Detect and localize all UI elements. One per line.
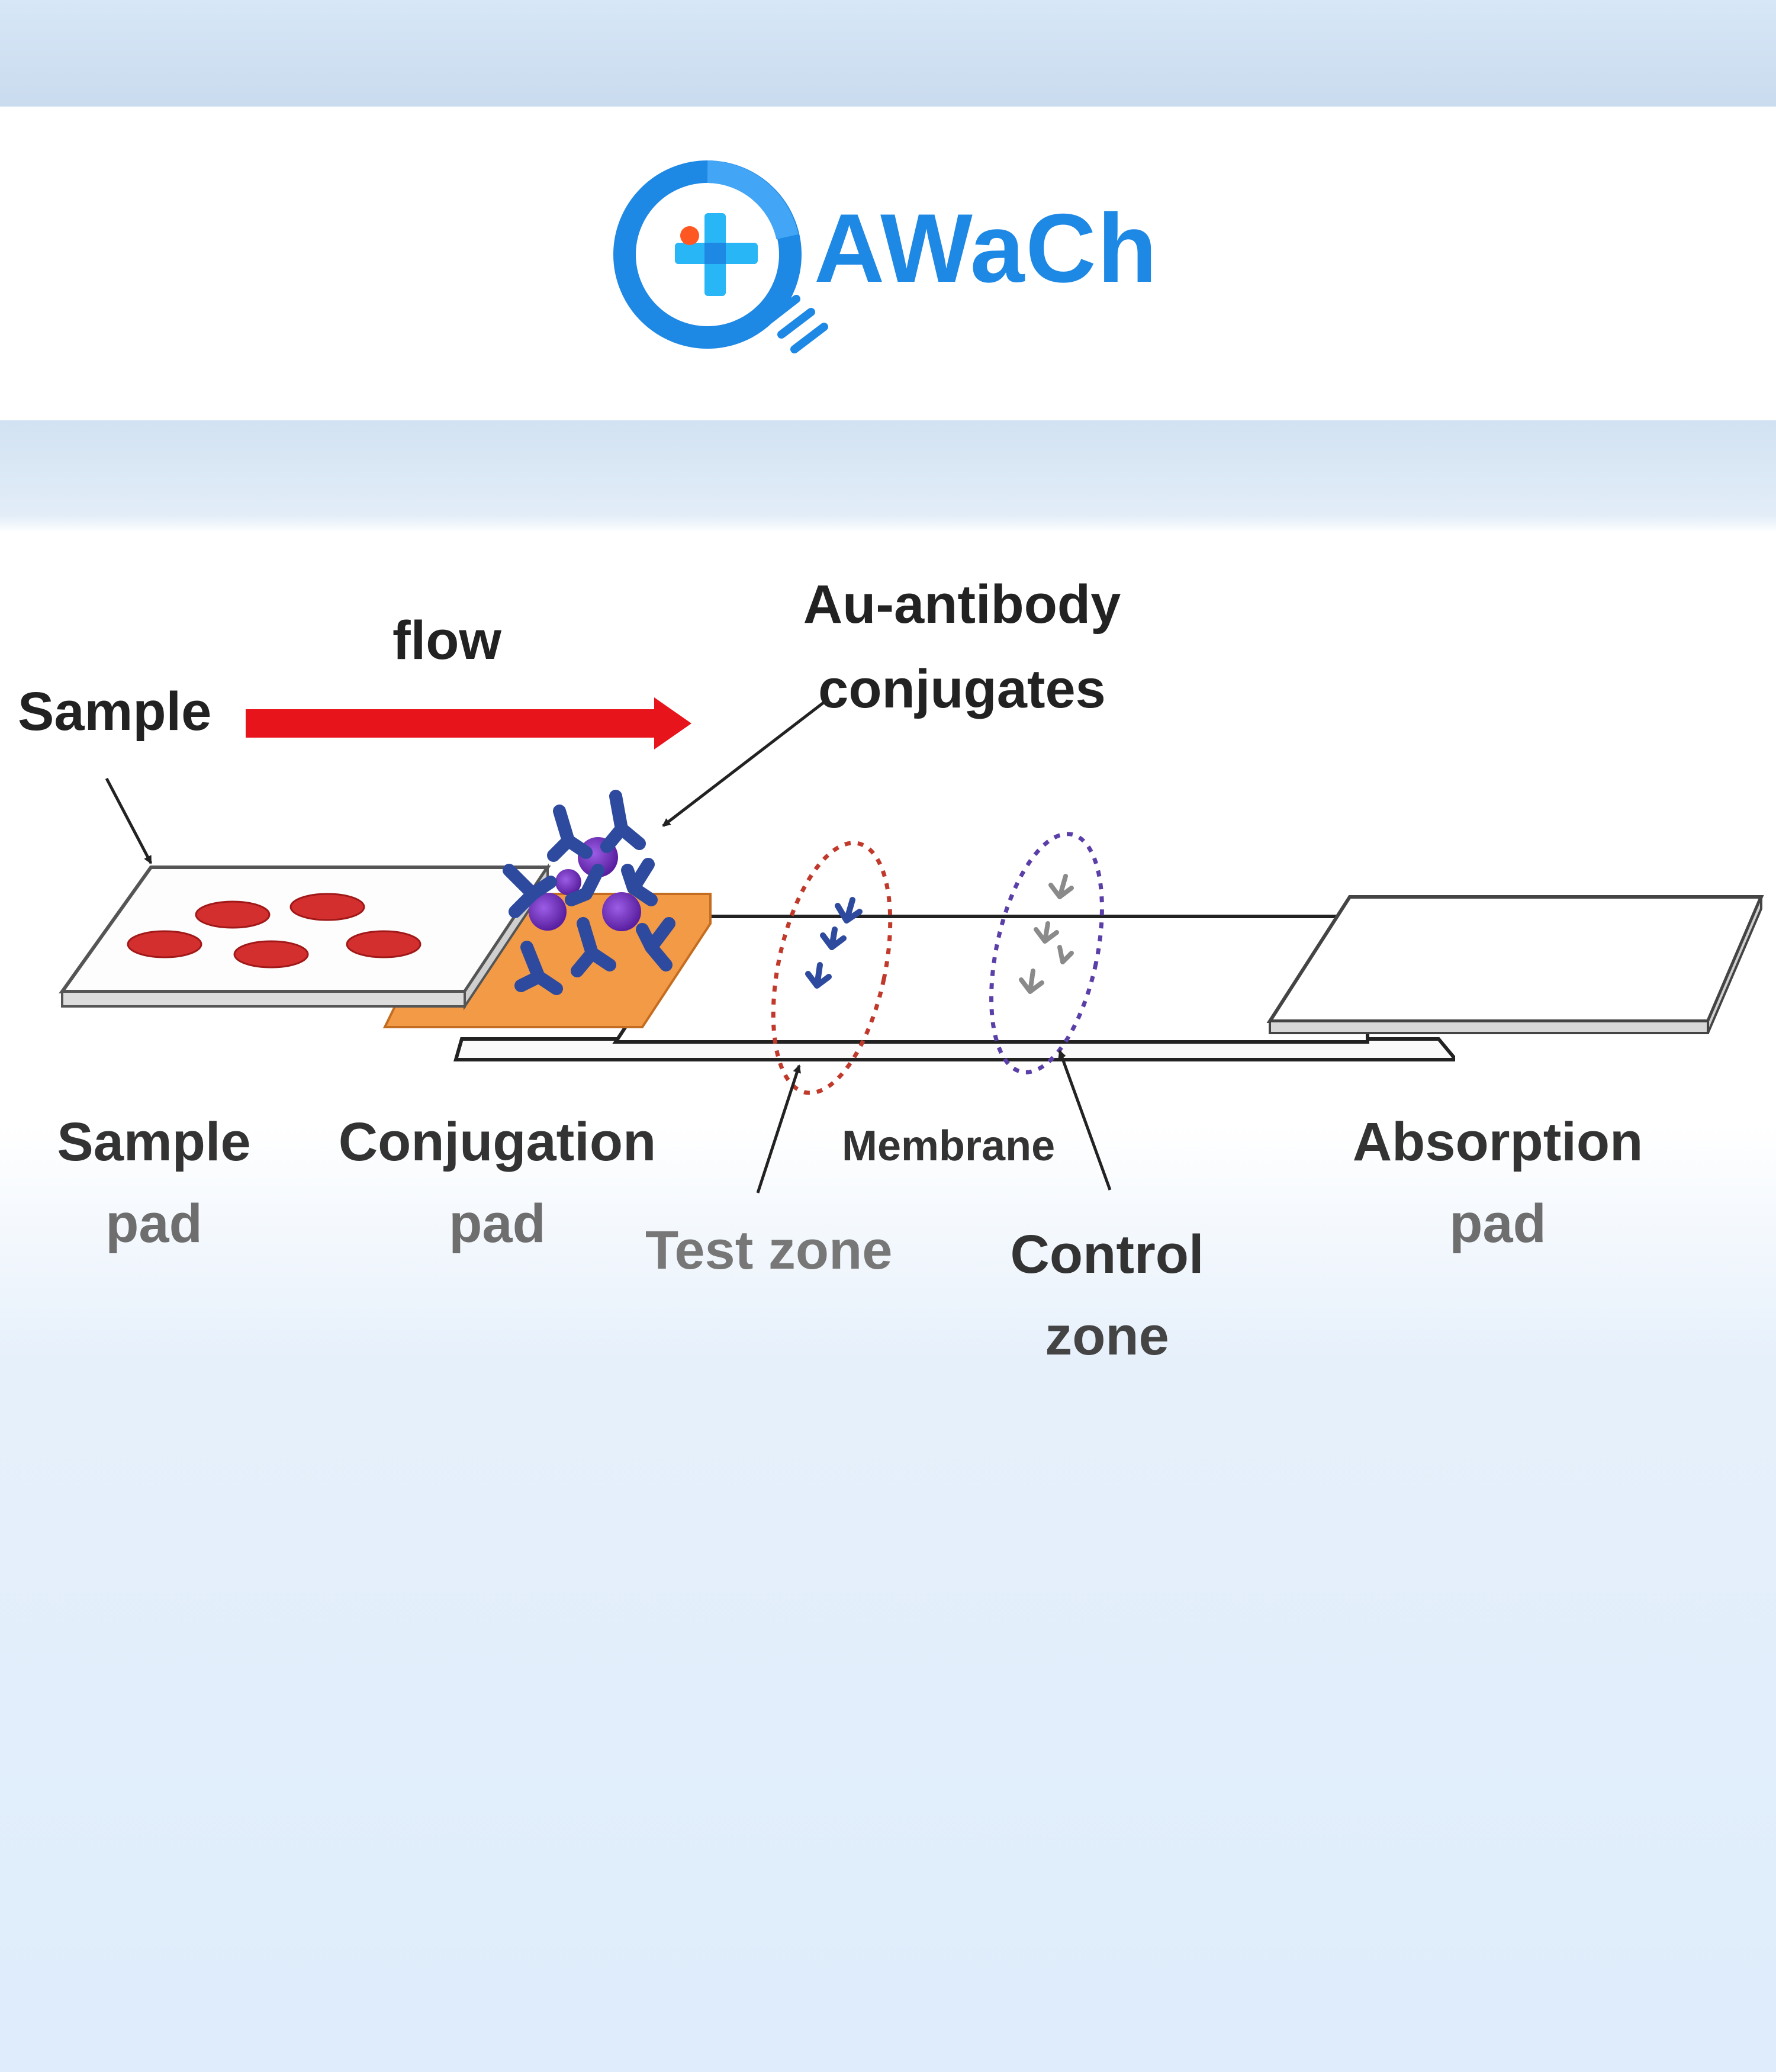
brand-name: AWaCh [814, 194, 1159, 303]
conjugates-label: Au-antibody conjugates [796, 562, 1128, 731]
control-zone [989, 832, 1104, 1074]
au-antibody-conjugates [503, 790, 675, 995]
sample-label: Sample [18, 681, 212, 742]
control-zone-line2: zone [1045, 1306, 1169, 1366]
sample-pad-line1: Sample [57, 1112, 251, 1172]
control-zone-line1: Control [1010, 1224, 1204, 1285]
sample-pad-line2: pad [105, 1193, 202, 1254]
absorption-pad-label: Absorption pad [1332, 1101, 1664, 1265]
magnifier-plus-icon [613, 160, 828, 353]
flow-arrow [246, 697, 691, 749]
conjugation-pad-label: Conjugation pad [332, 1101, 663, 1265]
sample-cells [127, 893, 422, 969]
test-zone [771, 841, 893, 1095]
conjugation-pad-line2: pad [449, 1193, 546, 1254]
pointer-lines [105, 697, 1112, 1193]
test-zone-label: Test zone [645, 1220, 893, 1280]
absorption-pad [1266, 895, 1764, 1034]
membrane-label: Membrane [842, 1122, 1056, 1170]
sample-pad-label: Sample pad [47, 1101, 260, 1265]
absorption-pad-line1: Absorption [1352, 1112, 1643, 1172]
conjugates-label-line2: conjugates [818, 658, 1106, 719]
conjugates-label-line1: Au-antibody [803, 574, 1121, 635]
control-zone-label: Control zone [983, 1214, 1231, 1377]
membrane-strip [453, 915, 1455, 1061]
absorption-pad-line2: pad [1449, 1193, 1546, 1254]
conjugation-pad-line1: Conjugation [338, 1112, 657, 1172]
flow-label: flow [392, 610, 501, 671]
